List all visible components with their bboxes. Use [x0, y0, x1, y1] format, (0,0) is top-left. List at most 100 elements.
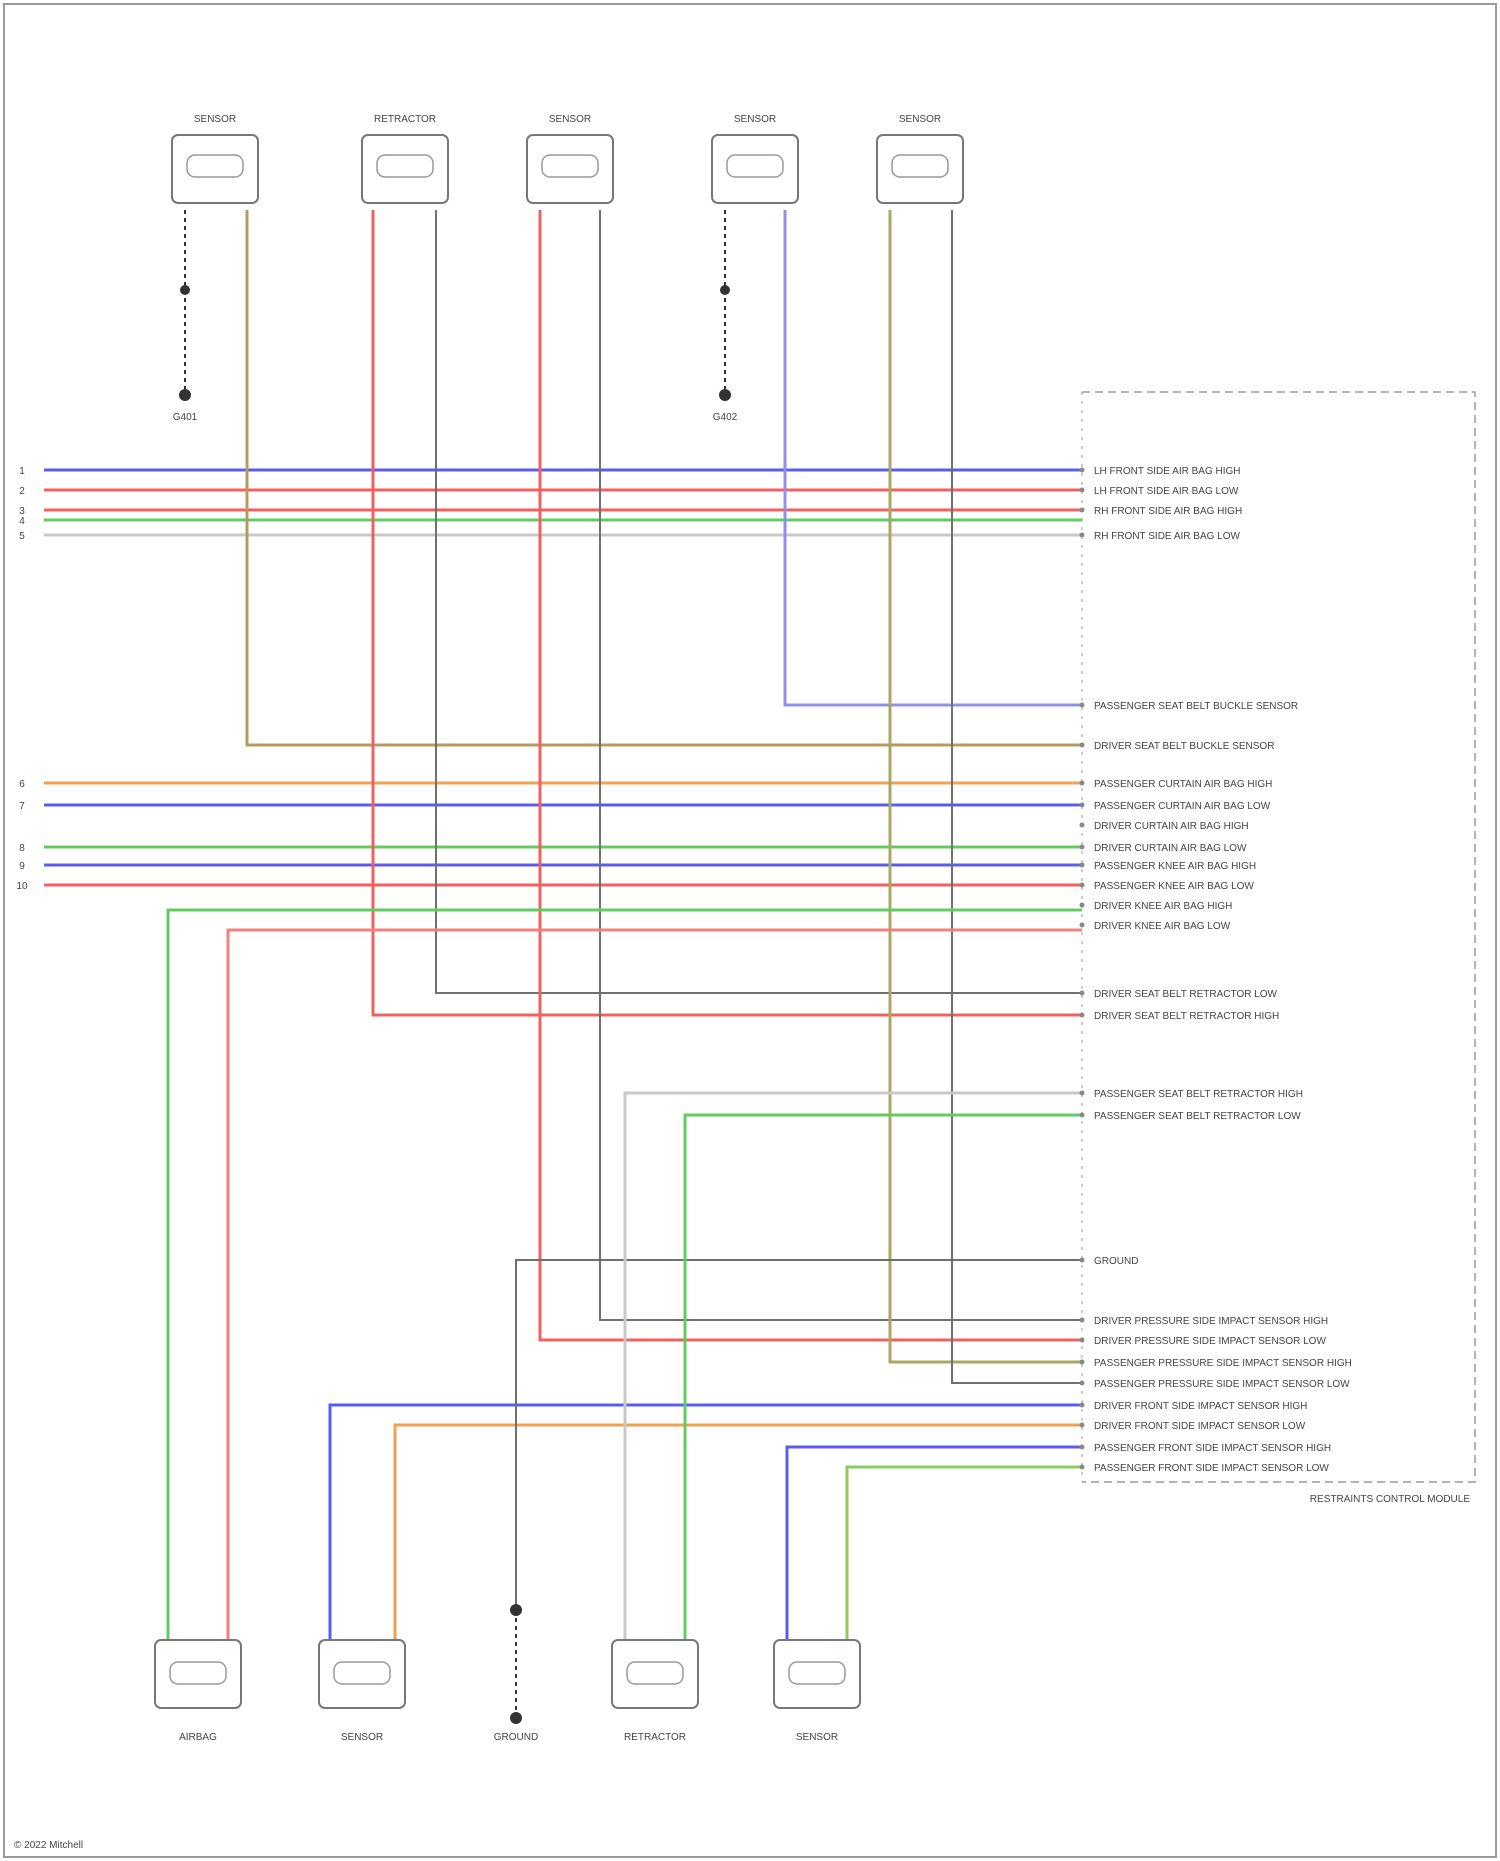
- bottom-component-1: [155, 1640, 241, 1708]
- ground-point-bottom: [510, 1604, 522, 1616]
- module-pin-13: [1080, 903, 1085, 908]
- bottom-component-label-3: GROUND: [494, 1732, 538, 1743]
- top-component-label-5: SENSOR: [899, 114, 941, 125]
- module-pin-label-26: PASSENGER FRONT SIDE IMPACT SENSOR HIGH: [1094, 1443, 1331, 1454]
- module-pin-label-14: DRIVER KNEE AIR BAG LOW: [1094, 921, 1231, 932]
- left-connector-number-1: 1: [19, 466, 25, 477]
- bottom-component-label-2: SENSOR: [341, 1732, 383, 1743]
- module-pin-label-18: PASSENGER SEAT BELT RETRACTOR LOW: [1094, 1111, 1301, 1122]
- module-pin-8: [1080, 803, 1085, 808]
- wire-top5-a: [890, 210, 1082, 1362]
- top-component-label-3: SENSOR: [549, 114, 591, 125]
- ground-point-2: [719, 389, 731, 401]
- module-pin-27: [1080, 1465, 1085, 1470]
- ground-point-1: [179, 389, 191, 401]
- ground-label-2: G402: [713, 412, 738, 423]
- top-component-4: [712, 135, 798, 203]
- left-connector-number-10: 10: [16, 881, 28, 892]
- module-pin-label-21: DRIVER PRESSURE SIDE IMPACT SENSOR LOW: [1094, 1336, 1326, 1347]
- module-pin-label-19: GROUND: [1094, 1256, 1138, 1267]
- module-pin-label-13: DRIVER KNEE AIR BAG HIGH: [1094, 901, 1232, 912]
- wire-group: [44, 210, 1082, 1718]
- module-pin-9: [1080, 823, 1085, 828]
- top-component-2: [362, 135, 448, 203]
- bottom-component-4: [612, 1640, 698, 1708]
- module-pin-24: [1080, 1403, 1085, 1408]
- top-component-1: [172, 135, 258, 203]
- wire-bot5-b: [847, 1467, 1082, 1640]
- module-pin-16: [1080, 1013, 1085, 1018]
- module-pin-1: [1080, 468, 1085, 473]
- wire-top2-b: [436, 210, 1082, 993]
- footer-text: © 2022 Mitchell: [14, 1840, 83, 1851]
- module-pin-label-9: DRIVER CURTAIN AIR BAG HIGH: [1094, 821, 1249, 832]
- module-pin-26: [1080, 1445, 1085, 1450]
- module-pin-14: [1080, 923, 1085, 928]
- top-component-label-4: SENSOR: [734, 114, 776, 125]
- module-pin-label-23: PASSENGER PRESSURE SIDE IMPACT SENSOR LO…: [1094, 1379, 1350, 1390]
- ground-dot-2: [720, 285, 730, 295]
- module-pin-label-5: PASSENGER SEAT BELT BUCKLE SENSOR: [1094, 701, 1298, 712]
- wire-bot4-b: [685, 1115, 1082, 1640]
- bottom-component-label-4: RETRACTOR: [624, 1732, 686, 1743]
- module-pin-23: [1080, 1381, 1085, 1386]
- module-pin-label-16: DRIVER SEAT BELT RETRACTOR HIGH: [1094, 1011, 1279, 1022]
- module-pin-label-15: DRIVER SEAT BELT RETRACTOR LOW: [1094, 989, 1278, 1000]
- module-pin-20: [1080, 1318, 1085, 1323]
- module-pin-label-24: DRIVER FRONT SIDE IMPACT SENSOR HIGH: [1094, 1401, 1307, 1412]
- module-pin-label-25: DRIVER FRONT SIDE IMPACT SENSOR LOW: [1094, 1421, 1306, 1432]
- module-pin-12: [1080, 883, 1085, 888]
- module-pin-label-27: PASSENGER FRONT SIDE IMPACT SENSOR LOW: [1094, 1463, 1329, 1474]
- left-connector-number-5: 5: [19, 531, 25, 542]
- module-pin-22: [1080, 1360, 1085, 1365]
- left-connector-number-4: 4: [19, 516, 25, 527]
- module-pin-11: [1080, 863, 1085, 868]
- wire-bot2-b: [395, 1425, 1082, 1640]
- module-pin-label-12: PASSENGER KNEE AIR BAG LOW: [1094, 881, 1254, 892]
- module-pin-25: [1080, 1423, 1085, 1428]
- module-pin-5: [1080, 703, 1085, 708]
- module-pin-15: [1080, 991, 1085, 996]
- ground-point-bottom-2: [510, 1712, 522, 1724]
- top-component-label-1: SENSOR: [194, 114, 236, 125]
- module-pin-label-20: DRIVER PRESSURE SIDE IMPACT SENSOR HIGH: [1094, 1316, 1328, 1327]
- left-connector-number-8: 8: [19, 843, 25, 854]
- module-pin-label-7: PASSENGER CURTAIN AIR BAG HIGH: [1094, 779, 1272, 790]
- bottom-component-label-1: AIRBAG: [179, 1732, 217, 1743]
- module-pin-2: [1080, 488, 1085, 493]
- left-connector-number-7: 7: [19, 801, 25, 812]
- wire-top3-b: [600, 210, 1082, 1320]
- module-label: RESTRAINTS CONTROL MODULE: [1310, 1494, 1471, 1505]
- module-pin-21: [1080, 1338, 1085, 1343]
- ground-label-1: G401: [173, 412, 198, 423]
- left-connector-number-9: 9: [19, 861, 25, 872]
- module-pin-18: [1080, 1113, 1085, 1118]
- module-pin-3: [1080, 508, 1085, 513]
- module-pin-label-10: DRIVER CURTAIN AIR BAG LOW: [1094, 843, 1247, 854]
- wire-bot4-a: [625, 1093, 1082, 1640]
- wire-top5-b: [952, 210, 1082, 1383]
- module-pin-label-17: PASSENGER SEAT BELT RETRACTOR HIGH: [1094, 1089, 1303, 1100]
- module-pin-label-8: PASSENGER CURTAIN AIR BAG LOW: [1094, 801, 1271, 812]
- module-pin-label-1: LH FRONT SIDE AIR BAG HIGH: [1094, 466, 1241, 477]
- top-component-3: [527, 135, 613, 203]
- module-pin-7: [1080, 781, 1085, 786]
- left-connector-number-2: 2: [19, 486, 25, 497]
- wire-bot1-b: [228, 930, 1082, 1640]
- module-pin-10: [1080, 845, 1085, 850]
- wire-top2-a: [373, 210, 1082, 1015]
- wire-top3-a: [540, 210, 1082, 1340]
- bottom-component-label-5: SENSOR: [796, 1732, 838, 1743]
- bottom-component-5: [774, 1640, 860, 1708]
- module-pin-label-22: PASSENGER PRESSURE SIDE IMPACT SENSOR HI…: [1094, 1358, 1352, 1369]
- bottom-component-2: [319, 1640, 405, 1708]
- ground-dot-1: [180, 285, 190, 295]
- module-pin-label-6: DRIVER SEAT BELT BUCKLE SENSOR: [1094, 741, 1274, 752]
- module-pin-label-4: RH FRONT SIDE AIR BAG LOW: [1094, 531, 1241, 542]
- top-component-5: [877, 135, 963, 203]
- wire-bot5-a: [787, 1447, 1082, 1640]
- left-connector-number-6: 6: [19, 779, 25, 790]
- module-pin-label-3: RH FRONT SIDE AIR BAG HIGH: [1094, 506, 1242, 517]
